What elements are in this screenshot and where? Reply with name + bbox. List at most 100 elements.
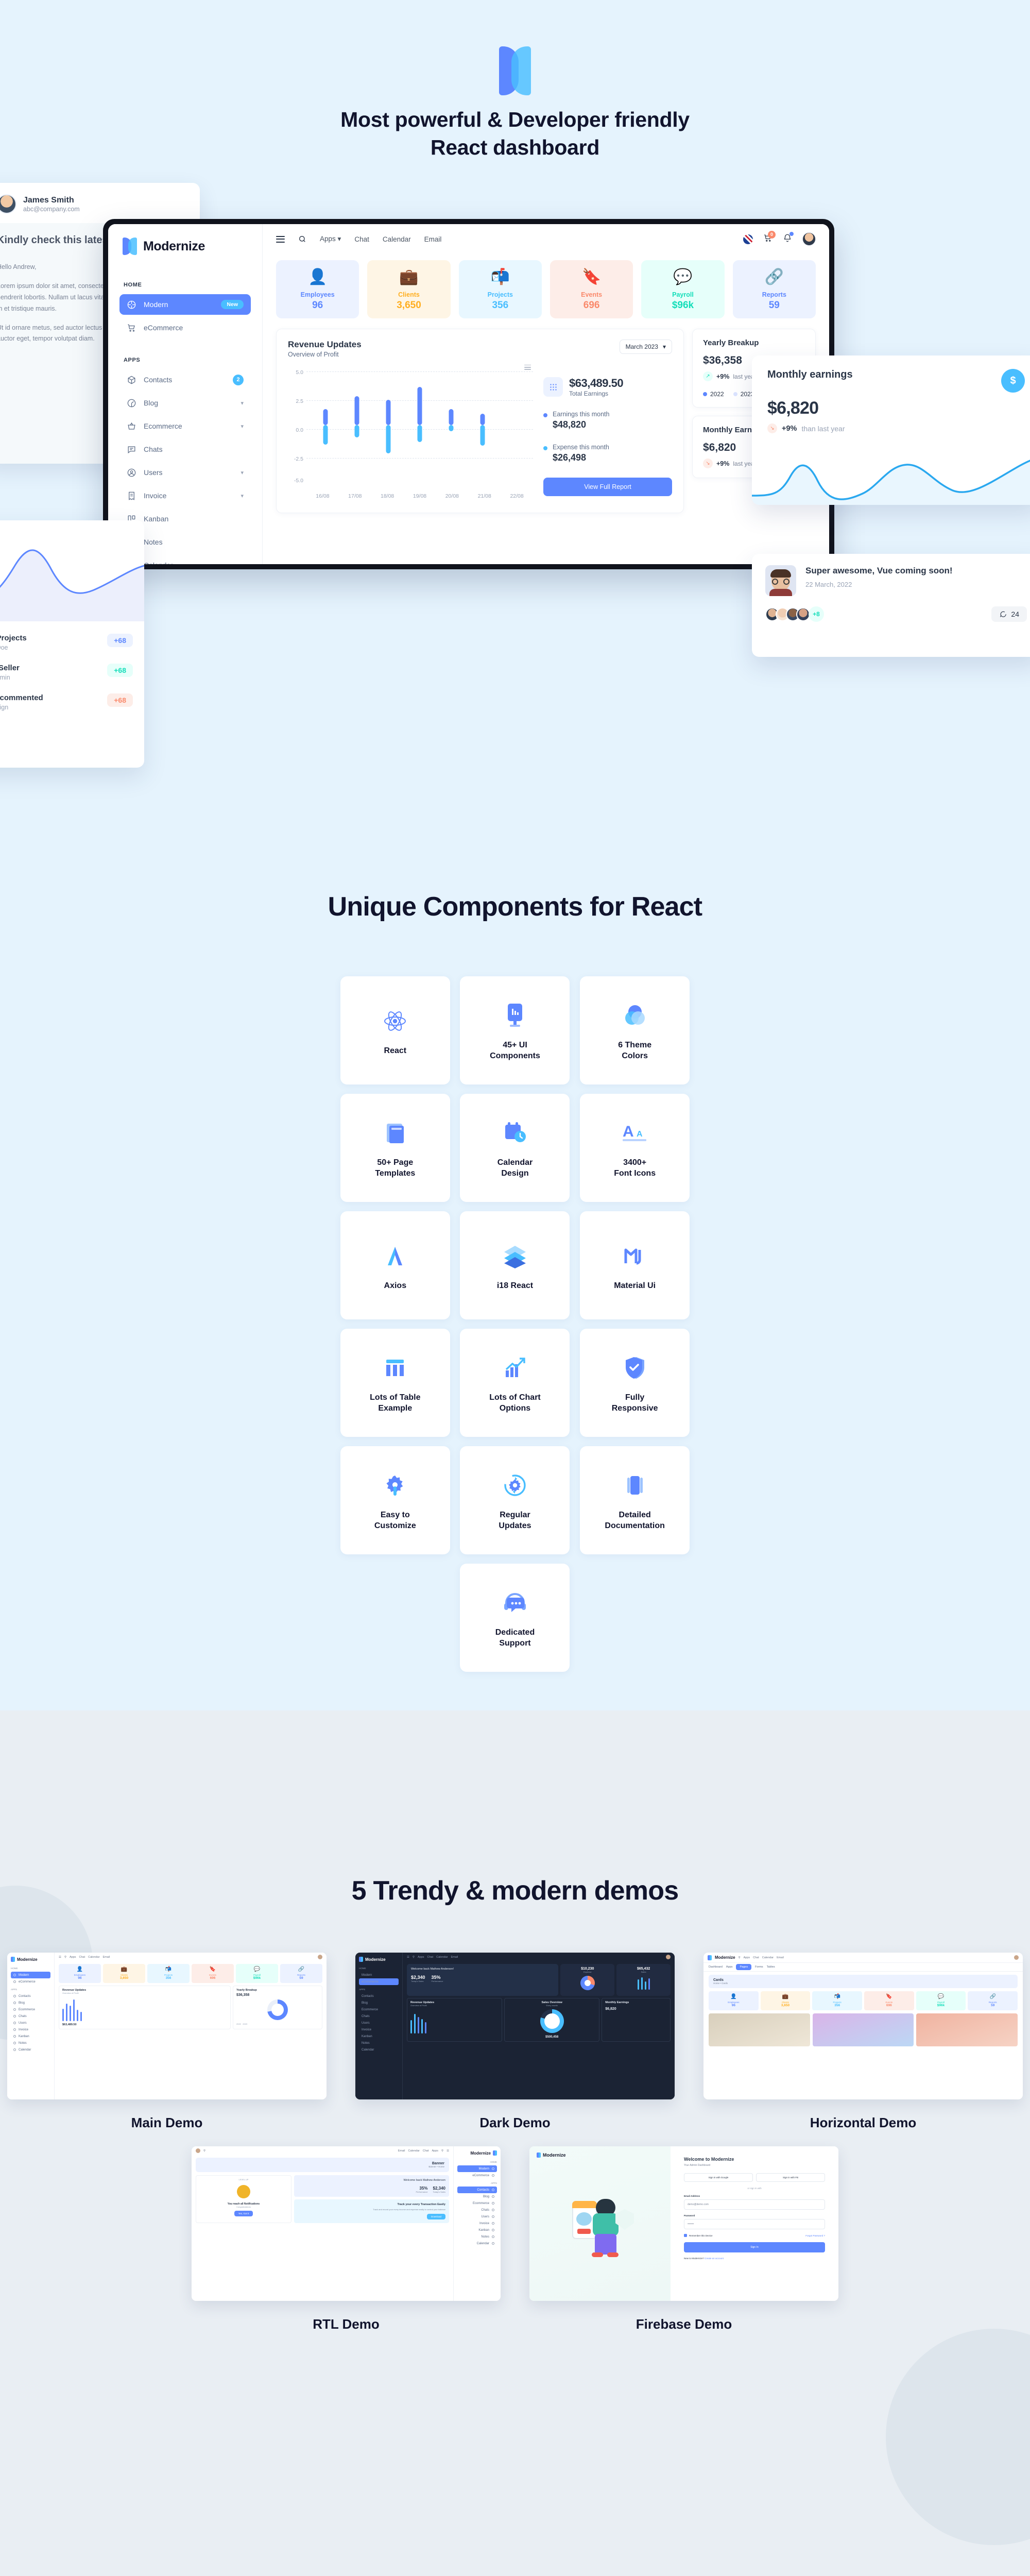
comment-count: 24 [1011, 610, 1019, 618]
component-card-i18-react[interactable]: i18 React [460, 1211, 570, 1319]
firebase-signin-button[interactable]: Sign In [684, 2242, 825, 2252]
brand-logo [0, 46, 1030, 95]
stat-label: Clients [398, 291, 420, 298]
sidebar-item-contacts[interactable]: Contacts 2 [119, 369, 251, 390]
email-greeting: Hello Andrew, [0, 263, 37, 270]
sidebar-item-label: Calendar [144, 561, 244, 564]
cart-button[interactable]: 0 [763, 230, 776, 245]
demo-label: Main Demo [131, 2115, 203, 2130]
chevron-down-icon: ▾ [662, 343, 666, 350]
demo-dark[interactable]: Modernize HOME Modern eCommerce APPS Con… [355, 1953, 675, 2131]
component-card-axios[interactable]: Axios [340, 1211, 450, 1319]
badge-new: New [221, 300, 244, 309]
stat-card-clients[interactable]: 💼 Clients 3,650 [367, 260, 451, 318]
avatar [0, 194, 16, 214]
demo-rtl[interactable]: Modernize HOME Modern eCommerce APPS Con… [192, 2146, 501, 2332]
sidebar-caption-apps: APPS [124, 357, 141, 363]
badge-count: 2 [233, 374, 244, 385]
firebase-google-button[interactable]: Sign in with Google [684, 2173, 753, 2182]
nav-link-apps[interactable]: Apps ▾ [320, 235, 341, 243]
dashboard-sidebar: Modernize HOME Modern New eCommerce APPS [108, 224, 263, 564]
sidebar-item-ecommerce-home[interactable]: eCommerce [119, 317, 251, 338]
legend-earnings: Earnings this month $48,820 [543, 411, 672, 430]
stat-card-events[interactable]: 🔖 Events 696 [550, 260, 633, 318]
demo-screenshot: Modernize HOME Modern eCommerce APPS Con… [7, 1953, 327, 2099]
sidebar-brand[interactable]: Modernize [119, 238, 251, 255]
axios-icon [382, 1240, 408, 1273]
language-flag-icon[interactable] [743, 234, 753, 244]
chevron-down-icon: ▾ [241, 469, 244, 476]
cart-badge: 0 [768, 230, 776, 239]
stat-card-payroll[interactable]: 💬 Payroll $96k [641, 260, 725, 318]
firebase-sub: Your Admin Dashboard [684, 2164, 711, 2167]
component-card-font-icons[interactable]: A A 3400+Font Icons [580, 1094, 690, 1202]
sidebar-item-label: Users [144, 468, 163, 477]
chart-menu-icon[interactable] [524, 363, 531, 371]
box-icon [128, 376, 135, 384]
nav-link-calendar[interactable]: Calendar [382, 235, 411, 243]
user-avatar[interactable] [802, 232, 816, 246]
sidebar-item-users[interactable]: Users ▾ [119, 462, 251, 483]
sidebar-item-blog[interactable]: Blog ▾ [119, 393, 251, 413]
period-select[interactable]: March 2023 ▾ [619, 340, 672, 354]
legend-expense: Expense this month $26,498 [543, 444, 672, 463]
component-card-material-ui[interactable]: Material Ui [580, 1211, 690, 1319]
yearly-percent: +9% [716, 372, 730, 380]
earnings-sparkline [752, 460, 1030, 505]
sidebar-item-invoice[interactable]: Invoice ▾ [119, 485, 251, 506]
demos-section: 5 Trendy & modern demos Modernize HOME M… [0, 1710, 1030, 2576]
demo-screenshot: Modernize HOME Modern eCommerce APPS Con… [355, 1953, 675, 2099]
firebase-forgot-link[interactable]: Forgot Password ? [805, 2234, 825, 2237]
activity-badge: +68 [107, 634, 133, 647]
component-card-react[interactable]: React [340, 976, 450, 1084]
sidebar-item-modern[interactable]: Modern New [119, 294, 251, 315]
sidebar-item-ecommerce[interactable]: Ecommerce ▾ [119, 416, 251, 436]
chart-pie-icon [127, 399, 136, 407]
stat-card-projects[interactable]: 📬 Projects 356 [458, 260, 542, 318]
firebase-fb-button[interactable]: Sign in with FB [756, 2173, 825, 2182]
trend-up-icon: ↗ [703, 371, 713, 381]
demo-main[interactable]: Modernize HOME Modern eCommerce APPS Con… [7, 1953, 327, 2131]
firebase-password-input[interactable]: ••••••• [684, 2219, 825, 2229]
speech-icon: 💬 [673, 268, 693, 285]
nav-link-chat[interactable]: Chat [354, 235, 369, 243]
demos-row-2: Modernize HOME Modern eCommerce APPS Con… [0, 2146, 1030, 2332]
nav-link-email[interactable]: Email [424, 235, 442, 243]
sidebar-item-label: Chats [144, 445, 163, 453]
email-sender: James Smith abc@company.com [0, 183, 200, 223]
notifications-button[interactable] [783, 231, 794, 245]
firebase-create-link[interactable]: Create an account [705, 2257, 724, 2260]
basket-icon [128, 422, 135, 430]
activity-sub: on design [0, 704, 9, 711]
view-full-report-button[interactable]: View Full Report [543, 478, 672, 496]
firebase-remember[interactable]: Remember this Device [684, 2234, 713, 2237]
comment-count-button[interactable]: 24 [991, 606, 1027, 622]
card-value: $6,820 [767, 398, 819, 418]
sidebar-item-label: Notes [144, 538, 163, 546]
stat-card-reports[interactable]: 🔗 Reports 59 [732, 260, 816, 318]
dark-welcome: Welcome back Mathew Anderson! [411, 1968, 454, 1971]
search-icon[interactable] [298, 235, 306, 243]
x-tick: 19/08 [413, 493, 427, 499]
activity-float-card: Top Projects John Doe +68 New Seller Pro… [0, 520, 144, 768]
sidebar-item-chats[interactable]: Chats [119, 439, 251, 460]
calendar-clock-icon [501, 1116, 529, 1149]
stat-card-employees[interactable]: 👤 Employees 96 [276, 260, 359, 318]
firebase-email-input[interactable]: demo@demo.com [684, 2199, 825, 2210]
participants-more: +8 [809, 606, 824, 622]
hamburger-menu-icon[interactable] [276, 234, 285, 244]
demo-firebase[interactable]: Modernize [529, 2146, 838, 2332]
